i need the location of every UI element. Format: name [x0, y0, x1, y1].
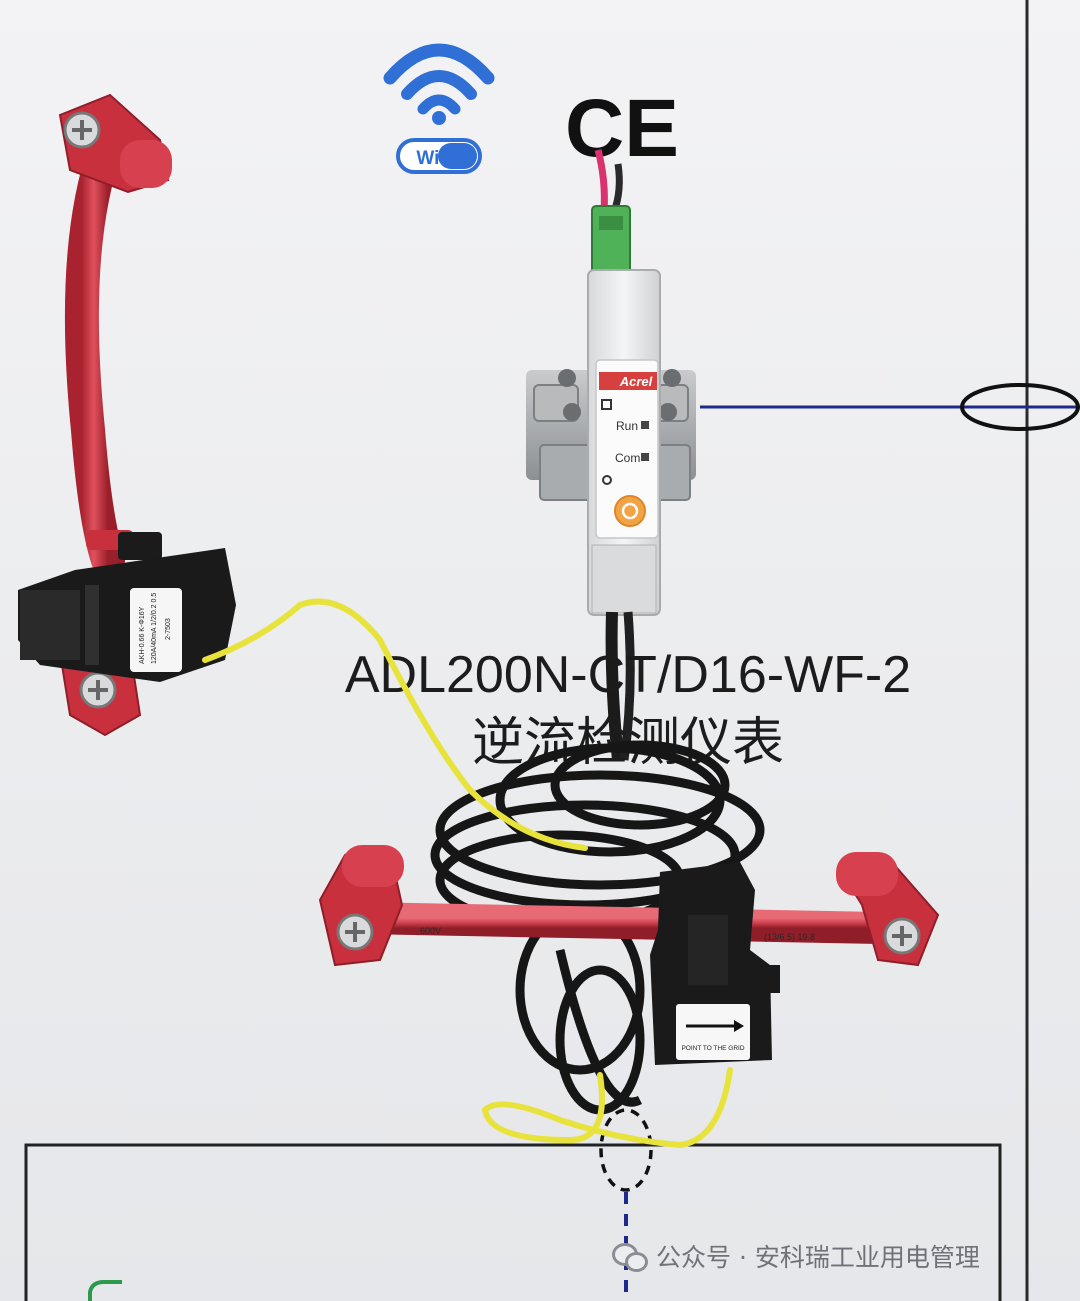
- run-led-label: Run: [616, 419, 638, 433]
- wechat-icon: [612, 1241, 648, 1272]
- ct-direction-label: POINT TO THE GRID: [681, 1045, 744, 1052]
- cable-marking-left: 600V: [420, 926, 441, 936]
- ct-label-line2: 120A/40mA 1/2/0.2 0.5: [151, 593, 158, 664]
- ct-nameplate: [130, 588, 182, 672]
- left-current-transformer: [18, 532, 236, 682]
- wifi-label: Wi Fi: [416, 148, 461, 169]
- cable-marking-right: (13/6.5) 19.8: [764, 932, 815, 942]
- sense-wire-bottom: [481, 1067, 733, 1149]
- green-diagram-corner: [88, 1280, 122, 1301]
- bottom-power-cable: [344, 902, 896, 944]
- ce-mark: CE: [565, 83, 679, 174]
- com-led-label: Com: [615, 451, 640, 465]
- dashed-ct-symbol: [599, 1108, 653, 1192]
- direction-label-plate: [676, 1004, 750, 1060]
- ct-label-line1: AKH-0.66 K-Φ16Y: [139, 606, 146, 664]
- wifi-icon: [383, 43, 495, 174]
- sense-wire-top: [202, 598, 588, 851]
- brand-strip: [599, 372, 657, 390]
- product-model: ADL200N-CT/D16-WF-2: [345, 646, 911, 704]
- reset-button-icon: [614, 495, 646, 527]
- diagram-box-outline: [24, 1143, 1002, 1301]
- ct-label-line3: 2-7503: [165, 618, 172, 640]
- ring-symbol: [960, 383, 1080, 431]
- coiled-cable: [430, 740, 765, 1115]
- adl200n-meter: [587, 269, 661, 616]
- watermark: 公众号 · 安科瑞工业用电管理: [612, 1236, 980, 1276]
- power-lead-red: [594, 149, 608, 213]
- bottom-current-transformer: [650, 862, 780, 1065]
- meter-brand: Acrel: [619, 374, 653, 389]
- ct-signal-cable: [605, 611, 624, 761]
- watermark-text: 公众号 · 安科瑞工业用电管理: [656, 1243, 980, 1272]
- left-power-cable: [64, 133, 125, 577]
